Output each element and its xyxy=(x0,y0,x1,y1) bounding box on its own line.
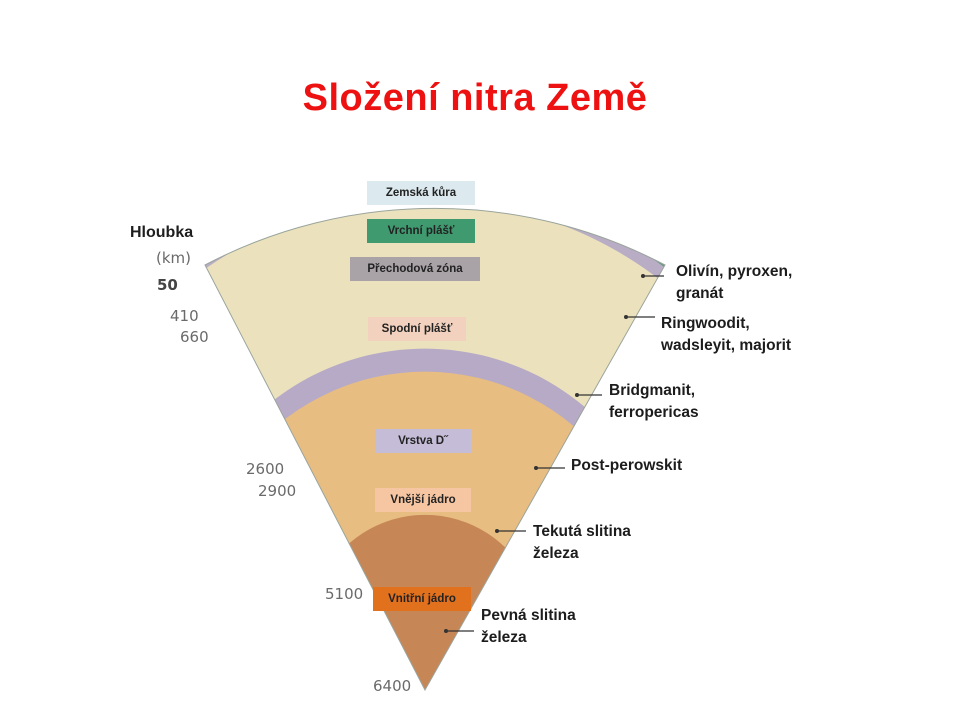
marker-upper-mantle xyxy=(641,274,645,278)
composition-inner-core-line-2: železa xyxy=(481,629,527,646)
composition-lower-mantle: Bridgmanit, ferropericas xyxy=(609,380,699,424)
depth-tick-2600: 2600 xyxy=(246,460,285,478)
wedge-outline xyxy=(204,207,666,692)
depth-tick-5100: 5100 xyxy=(325,585,364,603)
layer-label-transition-zone: Přechodová zóna xyxy=(350,257,480,281)
composition-outer-core-line-2: železa xyxy=(533,545,579,562)
depth-axis-title: Hloubka xyxy=(130,224,194,241)
composition-upper-mantle: Olivín, pyroxen, granát xyxy=(676,261,793,305)
composition-transition-zone: Ringwoodit, wadsleyit, majorit xyxy=(661,313,792,357)
depth-tick-6400: 6400 xyxy=(373,677,412,695)
depth-axis-unit: (km) xyxy=(156,249,192,267)
page-title: Složení nitra Země xyxy=(302,77,648,120)
marker-lower-mantle xyxy=(575,393,579,397)
layer-label-crust: Zemská kůra xyxy=(367,181,475,205)
depth-tick-410: 410 xyxy=(170,307,199,325)
layer-label-inner-core: Vnitřní jádro xyxy=(373,587,471,611)
depth-tick-50: 50 xyxy=(157,276,178,294)
composition-lower-mantle-line-2: ferropericas xyxy=(609,404,699,421)
composition-inner-core: Pevná slitina železa xyxy=(481,605,576,649)
composition-inner-core-line-1: Pevná slitina xyxy=(481,607,576,624)
composition-outer-core: Tekutá slitina železa xyxy=(533,521,631,565)
depth-tick-660: 660 xyxy=(180,328,209,346)
composition-transition-zone-line-2: wadsleyit, majorit xyxy=(661,337,792,354)
marker-outer-core xyxy=(495,529,499,533)
depth-tick-2900: 2900 xyxy=(258,482,297,500)
layer-label-upper-mantle: Vrchní plášť xyxy=(367,219,475,243)
layer-label-lower-mantle: Spodní plášť xyxy=(368,317,466,341)
composition-d-layer-line-1: Post-perowskit xyxy=(571,457,683,474)
composition-transition-zone-line-1: Ringwoodit, xyxy=(661,315,750,332)
marker-d-layer xyxy=(534,466,538,470)
layer-label-d-layer: Vrstva D˝ xyxy=(375,429,471,453)
layer-label-outer-core: Vnější jádro xyxy=(375,488,471,512)
composition-upper-mantle-line-2: granát xyxy=(676,285,724,302)
composition-upper-mantle-line-1: Olivín, pyroxen, xyxy=(676,263,793,280)
marker-inner-core xyxy=(444,629,448,633)
composition-outer-core-line-1: Tekutá slitina xyxy=(533,523,631,540)
marker-transition-zone xyxy=(624,315,628,319)
composition-d-layer: Post-perowskit xyxy=(571,455,683,477)
composition-lower-mantle-line-1: Bridgmanit, xyxy=(609,382,696,399)
